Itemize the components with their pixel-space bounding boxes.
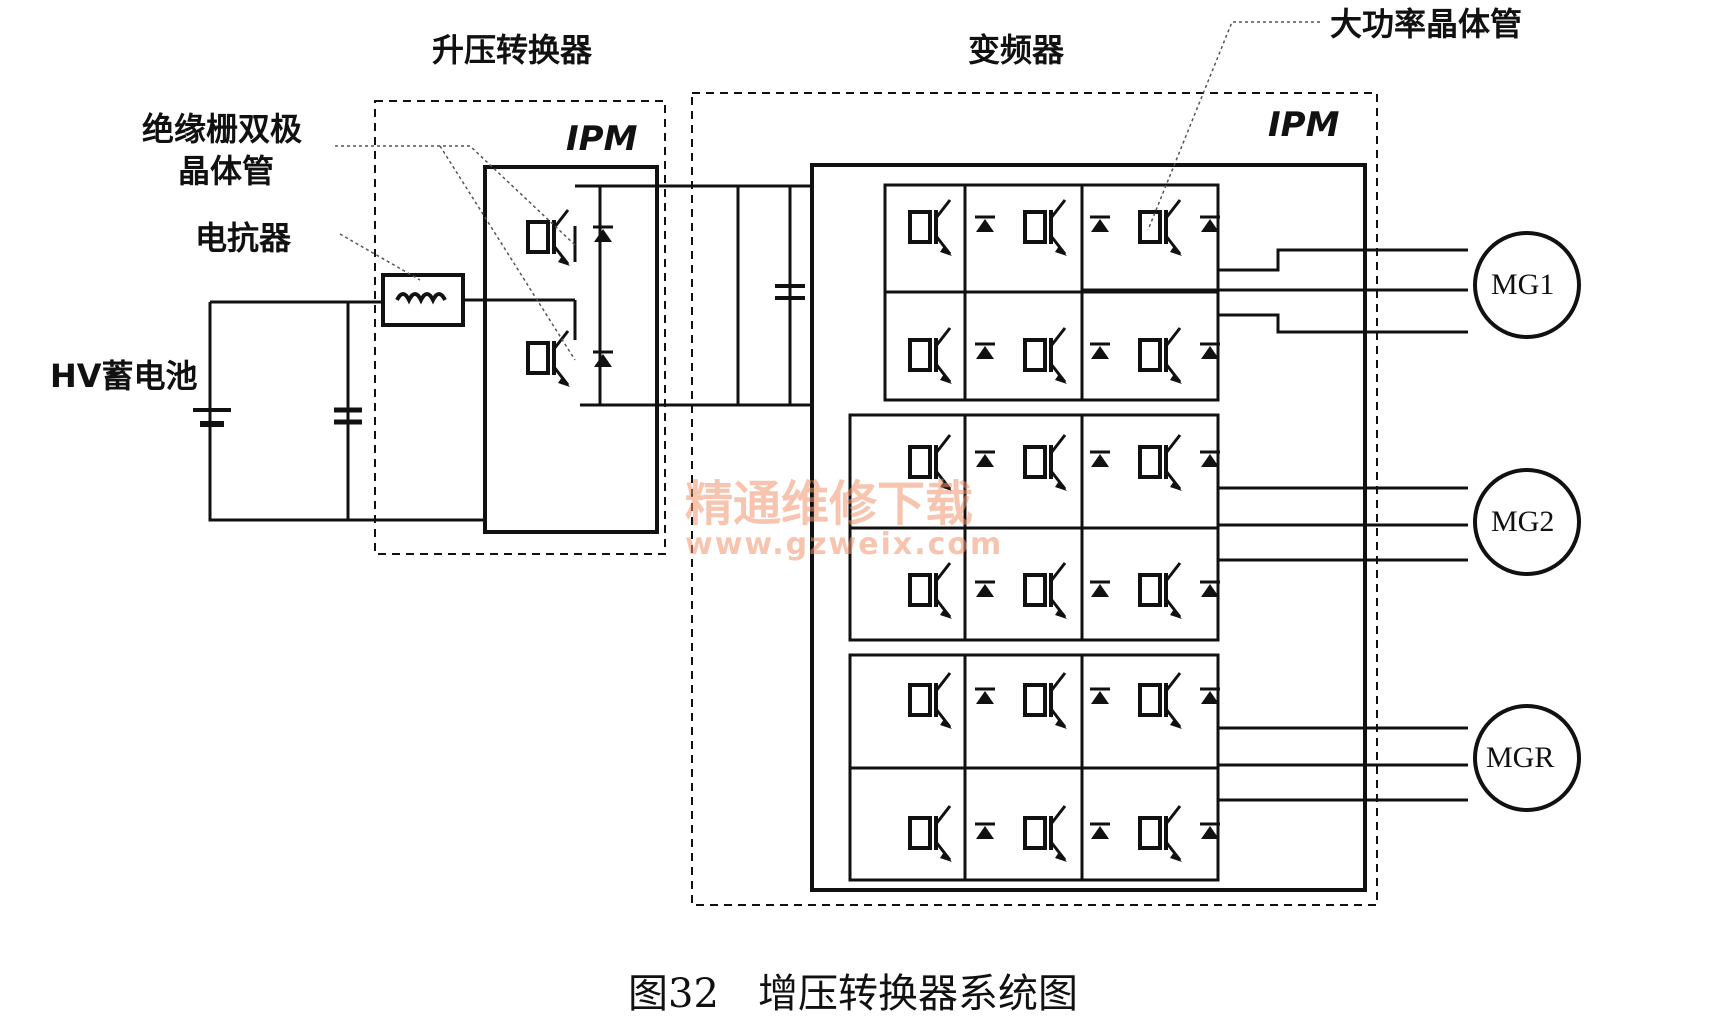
watermark-url: www.gzweix.com <box>685 527 1004 562</box>
label-ipm-boost: IPM <box>566 119 638 159</box>
motor-mg2: MG2 <box>1491 505 1555 538</box>
label-ipm-inverter: IPM <box>1268 105 1340 145</box>
label-boost-converter: 升压转换器 <box>432 31 593 69</box>
label-hv-battery: HV蓄电池 <box>50 357 198 395</box>
watermark-title: 精通维修下载 <box>685 476 974 532</box>
motor-mg1: MG1 <box>1491 268 1555 301</box>
motor-mgr: MGR <box>1486 741 1555 774</box>
caption-figure-number: 图32 <box>628 971 719 1017</box>
label-reactor: 电抗器 <box>195 219 292 257</box>
label-igbt-line2: 晶体管 <box>178 152 275 190</box>
label-inverter: 变频器 <box>968 31 1065 69</box>
label-power-transistor: 大功率晶体管 <box>1330 5 1523 43</box>
label-igbt-line1: 绝缘栅双极 <box>142 110 303 148</box>
caption-title: 增压转换器系统图 <box>758 971 1078 1017</box>
